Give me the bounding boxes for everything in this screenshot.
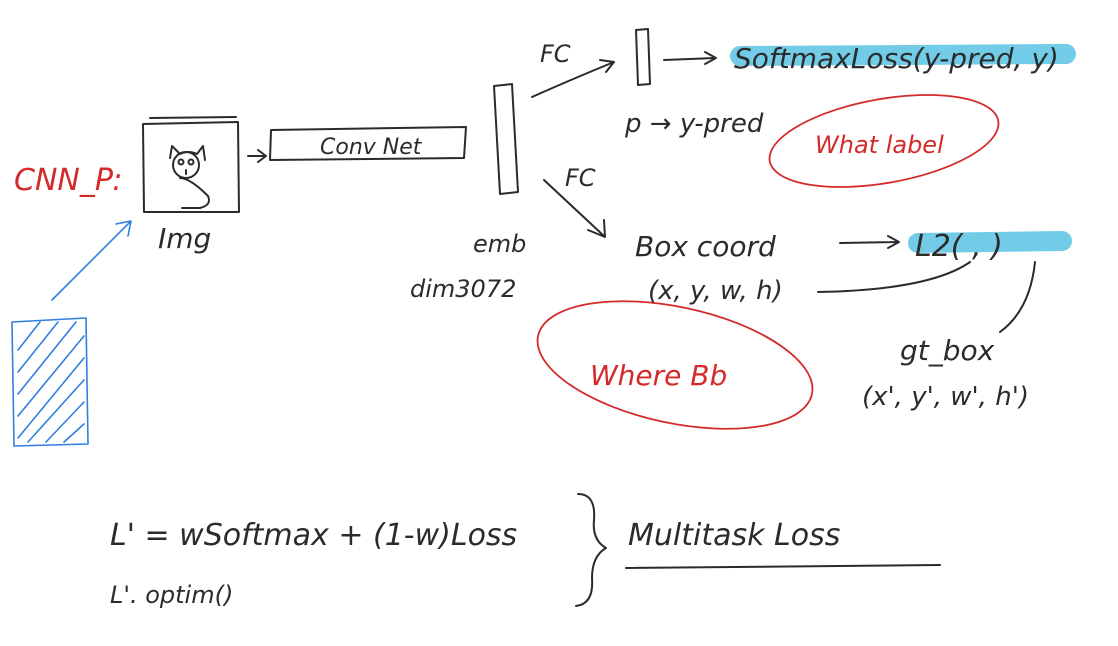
multitask-underline bbox=[625, 564, 941, 569]
fc-top-arrow bbox=[531, 59, 615, 98]
embedding-bar bbox=[493, 83, 519, 195]
model-label: CNN_P: bbox=[14, 163, 123, 198]
arrow-to-softmax bbox=[663, 51, 717, 65]
gt-box-values: (x', y', w', h') bbox=[862, 382, 1029, 412]
l2-highlight bbox=[908, 231, 1072, 253]
image-label: Img bbox=[158, 222, 211, 255]
cat-drawing bbox=[169, 145, 210, 209]
softmax-loss-label: SoftmaxLoss(y-pred, y) bbox=[734, 42, 1059, 75]
loss-equation: L' = wSoftmax + (1-w)Loss bbox=[110, 518, 517, 553]
embedding-label: emb bbox=[473, 230, 526, 258]
box-coord-label: Box coord bbox=[635, 230, 776, 263]
what-label-ellipse bbox=[768, 94, 1000, 188]
gt-box-label: gt_box bbox=[900, 334, 995, 367]
multitask-loss-label: Multitask Loss bbox=[628, 518, 840, 553]
curly-brace bbox=[575, 493, 607, 607]
dim-label: dim3072 bbox=[410, 275, 516, 303]
convnet-box bbox=[269, 126, 467, 161]
arrow-gtbox-to-l2 bbox=[999, 261, 1036, 333]
image-frame bbox=[142, 116, 240, 213]
where-bb-text: Where Bb bbox=[590, 359, 727, 392]
p-to-ypred-label: p → y-pred bbox=[624, 109, 764, 139]
what-label-text: What label bbox=[815, 131, 944, 159]
l2-loss-label: L2( , ) bbox=[915, 229, 1003, 264]
softmax-highlight bbox=[730, 44, 1076, 66]
fc-bottom-arrow bbox=[543, 179, 606, 238]
top-output-bar bbox=[635, 28, 651, 86]
box-xywh-label: (x, y, w, h) bbox=[648, 276, 783, 306]
arrow-xywh-to-l2 bbox=[817, 261, 971, 293]
fc-top-label: FC bbox=[540, 40, 571, 68]
convnet-label: Conv Net bbox=[320, 135, 423, 160]
arrow-box-to-l2 bbox=[839, 235, 900, 249]
where-bb-ellipse bbox=[536, 300, 814, 430]
blue-arrow-to-img bbox=[51, 220, 132, 301]
fc-bottom-label: FC bbox=[565, 164, 596, 192]
optim-line: L'. optim() bbox=[110, 581, 233, 609]
arrow-img-to-convnet bbox=[247, 149, 267, 163]
blue-example-image bbox=[11, 317, 89, 447]
